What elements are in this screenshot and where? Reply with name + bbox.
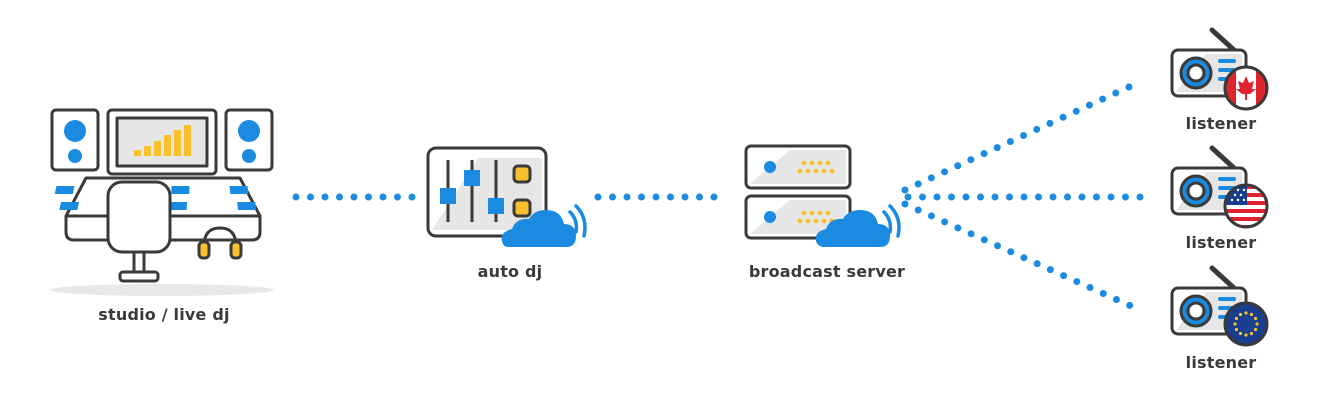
studio-label: studio / live dj [98,305,230,324]
eu-star [1253,327,1258,332]
eu-star [1255,322,1259,326]
eu-star [1249,331,1254,336]
eu-star [1233,322,1237,326]
canada-flag-icon [1223,65,1269,111]
studio-console-icon [50,108,274,296]
server-cloud-icon [744,144,901,247]
mixer-cloud-icon [426,146,587,247]
connector-server-listener-1 [901,77,1146,194]
eu-star [1234,327,1239,332]
connector-server-listener-3 [901,200,1146,315]
listener-label-3: listener [1185,353,1257,372]
eu-star [1234,316,1239,321]
eu-star [1253,316,1258,321]
eu-star [1249,312,1254,317]
broadcast-server-label: broadcast server [748,262,906,281]
eu-star [1244,333,1248,337]
eu-flag-icon [1223,301,1269,347]
eu-star [1238,331,1243,336]
eu-star [1238,312,1243,317]
listener-label-1: listener [1185,114,1257,133]
eu-star [1244,311,1248,315]
listener-label-2: listener [1185,233,1257,252]
autodj-label: auto dj [477,262,543,281]
usa-flag-icon [1223,183,1269,229]
